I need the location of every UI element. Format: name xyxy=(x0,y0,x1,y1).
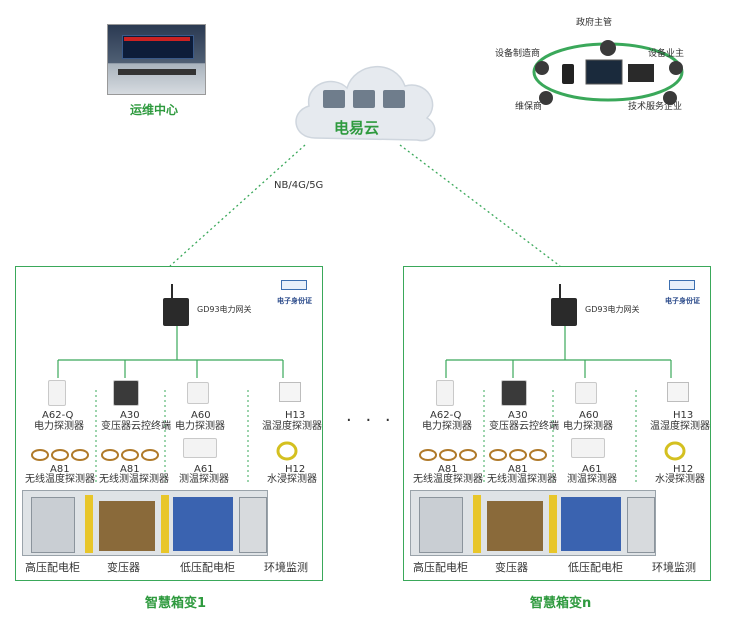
device-name: 无线测温探测器 xyxy=(487,474,557,485)
device-model: A81 xyxy=(50,464,70,475)
device-name: 水浸探测器 xyxy=(267,474,317,485)
person-icon xyxy=(669,61,683,75)
device-a81-wireless xyxy=(31,449,89,461)
section-label: 低压配电柜 xyxy=(568,561,623,574)
id-card-label: 电子身份证 xyxy=(277,297,312,305)
device-model: A81 xyxy=(508,464,528,475)
device-name: 变压器云控终端 xyxy=(489,421,559,432)
device-model: A30 xyxy=(508,410,528,421)
device-a81-temp xyxy=(101,449,159,461)
device-name: 变压器云控终端 xyxy=(101,421,171,432)
device-model: A60 xyxy=(579,410,599,421)
device-a62q xyxy=(48,380,66,406)
device-name: 电力探测器 xyxy=(175,421,225,432)
stakeholder-ring xyxy=(532,40,684,105)
link-cloud-panel2 xyxy=(399,144,561,267)
ellipsis: · · · xyxy=(346,410,395,431)
device-name: 测温探测器 xyxy=(179,474,229,485)
panel-title: 智慧箱变1 xyxy=(145,596,207,611)
device-model: A61 xyxy=(194,464,214,475)
section-label: 环境监测 xyxy=(264,561,308,574)
section-label: 高压配电柜 xyxy=(25,561,80,574)
device-name: 无线测温探测器 xyxy=(99,474,169,485)
panel-title: 智慧箱变n xyxy=(530,596,592,611)
device-model: H13 xyxy=(673,410,694,421)
section-label: 变压器 xyxy=(495,561,528,574)
stakeholder-owner: 设备业主 xyxy=(648,49,685,59)
device-model: H12 xyxy=(673,464,694,475)
panel-1 xyxy=(15,266,323,581)
device-h13 xyxy=(667,382,689,402)
device-name: 测温探测器 xyxy=(567,474,617,485)
section-label: 变压器 xyxy=(107,561,140,574)
device-name: 无线温度探测器 xyxy=(25,474,95,485)
device-a81-temp xyxy=(489,449,547,461)
device-a61 xyxy=(571,438,605,458)
person-icon xyxy=(535,61,549,75)
gateway-device xyxy=(163,284,189,326)
stakeholder-tech-service: 技术服务企业 xyxy=(628,102,683,112)
device-name: 电力探测器 xyxy=(34,421,84,432)
id-card-icon xyxy=(281,280,307,290)
device-model: H12 xyxy=(285,464,306,475)
gateway-device xyxy=(551,284,577,326)
device-a30 xyxy=(113,380,139,406)
device-a60 xyxy=(575,382,597,404)
device-name: 温湿度探测器 xyxy=(262,421,322,432)
device-name: 电力探测器 xyxy=(422,421,472,432)
person-icon xyxy=(663,91,677,105)
device-name: 电力探测器 xyxy=(563,421,613,432)
ops-center-label: 运维中心 xyxy=(130,103,179,117)
substation-cabinet xyxy=(410,490,656,556)
device-h13 xyxy=(279,382,301,402)
device-h12 xyxy=(664,441,686,461)
device-a61 xyxy=(183,438,217,458)
stakeholder-maintainer: 维保商 xyxy=(515,102,543,112)
person-icon xyxy=(539,91,553,105)
device-model: A81 xyxy=(438,464,458,475)
gateway-label: GD93电力网关 xyxy=(197,305,252,314)
stakeholder-manufacturer: 设备制造商 xyxy=(495,49,541,59)
id-card-label: 电子身份证 xyxy=(665,297,700,305)
link-cloud-panel1 xyxy=(169,144,306,267)
device-name: 温湿度探测器 xyxy=(650,421,710,432)
stakeholder-gov: 政府主管 xyxy=(576,18,613,28)
section-label: 环境监测 xyxy=(652,561,696,574)
section-label: 高压配电柜 xyxy=(413,561,468,574)
substation-cabinet xyxy=(22,490,268,556)
device-model: A62-Q xyxy=(430,410,462,421)
device-a60 xyxy=(187,382,209,404)
device-model: A61 xyxy=(582,464,602,475)
device-a30 xyxy=(501,380,527,406)
cloud-label: 电易云 xyxy=(334,119,380,137)
device-model: H13 xyxy=(285,410,306,421)
device-model: A62-Q xyxy=(42,410,74,421)
gateway-label: GD93电力网关 xyxy=(585,305,640,314)
panel-n xyxy=(403,266,711,581)
device-a81-wireless xyxy=(419,449,477,461)
device-model: A81 xyxy=(120,464,140,475)
device-model: A30 xyxy=(120,410,140,421)
device-name: 无线温度探测器 xyxy=(413,474,483,485)
device-name: 水浸探测器 xyxy=(655,474,705,485)
id-card-icon xyxy=(669,280,695,290)
device-model: A60 xyxy=(191,410,211,421)
device-h12 xyxy=(276,441,298,461)
ops-center-photo xyxy=(107,24,206,95)
network-label: NB/4G/5G xyxy=(274,180,324,191)
section-label: 低压配电柜 xyxy=(180,561,235,574)
cloud-icon xyxy=(295,66,436,142)
device-a62q xyxy=(436,380,454,406)
person-icon xyxy=(600,40,616,56)
